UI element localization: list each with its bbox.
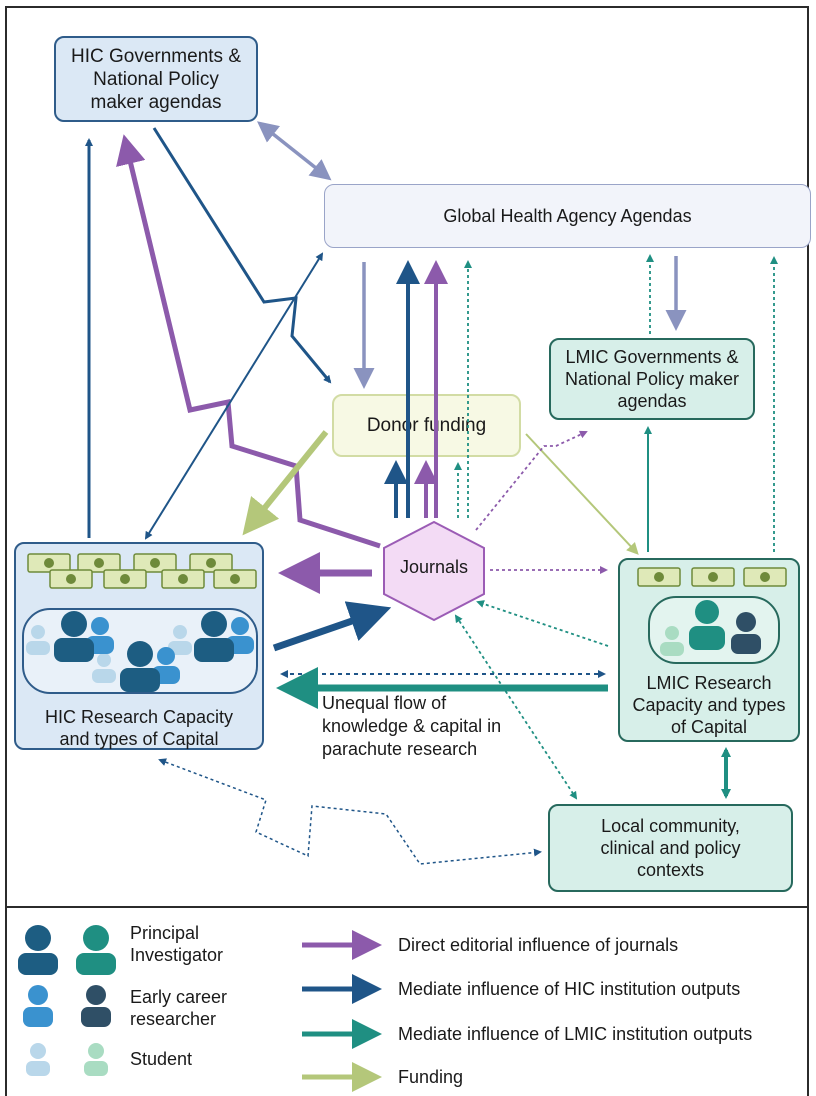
legend-early-career-icons bbox=[23, 985, 111, 1027]
local-community-node: Local community, clinical and policy con… bbox=[548, 804, 793, 892]
hic-team-people bbox=[26, 611, 254, 692]
global-health-agency-label: Global Health Agency Agendas bbox=[443, 205, 692, 226]
donor-lmic-research-funding-arrow bbox=[525, 433, 639, 555]
hic-research-journals-arrow bbox=[272, 601, 392, 652]
lmic-money-icons bbox=[637, 567, 787, 587]
hic-research-label: HIC Research Capacity and types of Capit… bbox=[44, 707, 234, 749]
donor-funding-label: Donor funding bbox=[366, 415, 487, 436]
legend-ecr-label: Early career researcher bbox=[130, 987, 228, 1029]
hic-government-node: HIC Governments & National Policy maker … bbox=[54, 36, 258, 122]
legend-lmic-label: Mediate influence of LMIC institution ou… bbox=[398, 1024, 753, 1044]
donor-funding-node: Donor funding bbox=[332, 394, 521, 457]
donor-hic-research-funding-arrow bbox=[242, 430, 329, 536]
lmic-government-node: LMIC Governments & National Policy maker… bbox=[549, 338, 755, 420]
hic-government-label: HIC Governments & National Policy maker … bbox=[71, 45, 241, 113]
hic-research-gha-arrow bbox=[144, 252, 324, 540]
legend-principal-investigator-icons bbox=[18, 925, 116, 975]
legend-editorial-label: Direct editorial influence of journals bbox=[398, 935, 679, 955]
global-health-agency-node: Global Health Agency Agendas bbox=[324, 184, 811, 248]
legend-pi-label: Principal Investigator bbox=[130, 923, 224, 965]
lmic-government-label: LMIC Governments & National Policy maker… bbox=[564, 347, 740, 411]
hic-money-icons bbox=[27, 553, 257, 589]
lmic-research-label: LMIC Research Capacity and types of Capi… bbox=[632, 673, 786, 737]
legend-student-label: Student bbox=[130, 1049, 193, 1069]
local-community-label: Local community, clinical and policy con… bbox=[600, 816, 741, 880]
legend-funding-label: Funding bbox=[398, 1067, 464, 1087]
journals-local-dotted-arrow bbox=[454, 614, 578, 800]
hic-research-local-dotted-arrow bbox=[158, 758, 542, 865]
journals-node bbox=[383, 520, 485, 622]
legend-frame bbox=[5, 908, 809, 1096]
journals-label: Journals bbox=[399, 557, 469, 577]
journals-lmic-gov-dotted-arrow bbox=[475, 430, 588, 531]
legend-hic-label: Mediate influence of HIC institution out… bbox=[398, 979, 741, 999]
legend-student-icons bbox=[26, 1043, 108, 1076]
lmic-team-people bbox=[660, 600, 761, 656]
diagram-frame bbox=[5, 6, 809, 908]
hic-gov-gha-arrow bbox=[257, 121, 332, 181]
